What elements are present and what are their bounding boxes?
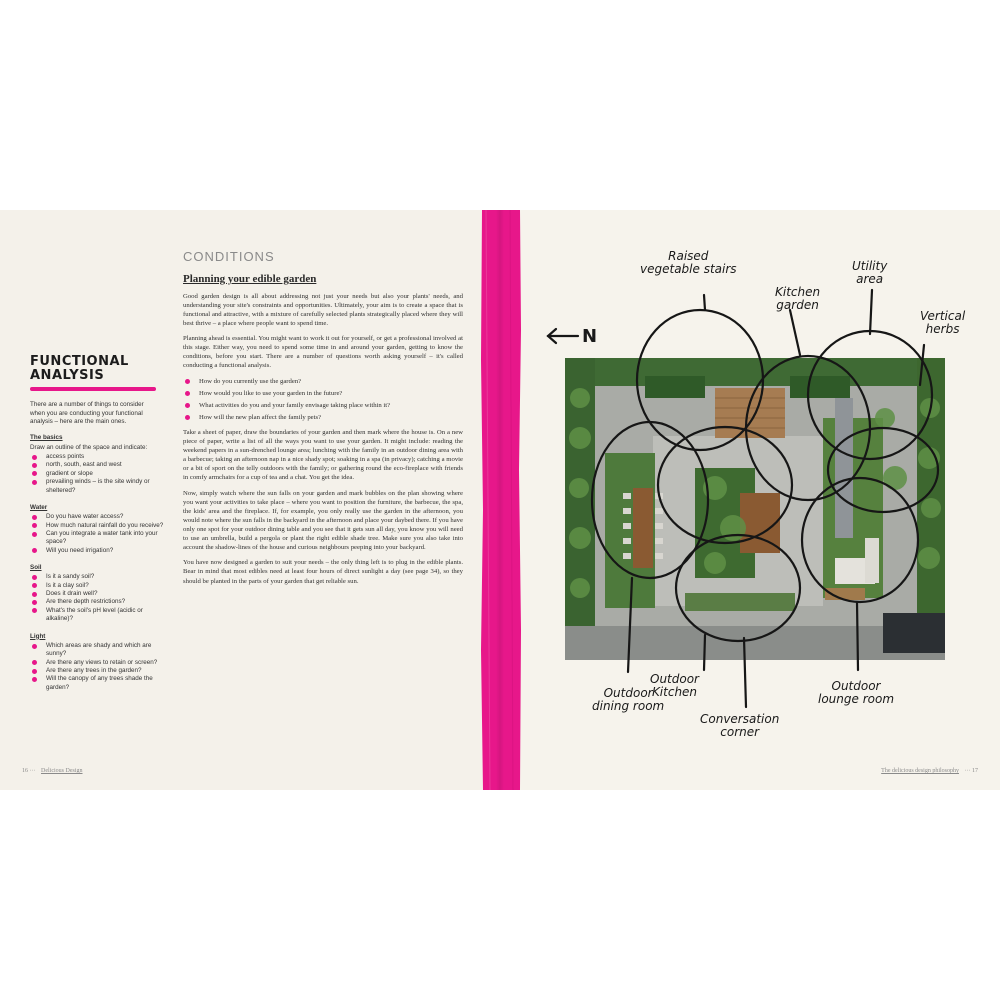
list-item: Will the canopy of any trees shade the g… <box>30 675 168 692</box>
list-item: Are there any views to retain or screen? <box>30 659 168 667</box>
list-item: Do you have water access? <box>30 513 168 521</box>
list-item: Is it a sandy soil? <box>30 573 168 581</box>
sidebar-list: Is it a sandy soil? Is it a clay soil? D… <box>30 573 168 623</box>
list-item: How will the new plan affect the family … <box>183 413 463 422</box>
footer-separator: ··· <box>964 768 971 774</box>
sidebar-list: access points north, south, east and wes… <box>30 453 168 495</box>
label-utility-area: Utility area <box>852 260 887 285</box>
label-line: Utility <box>852 259 888 273</box>
sidebar-section-light: Light Which areas are shady and which ar… <box>30 633 168 693</box>
label-line: Kitchen <box>651 684 698 699</box>
sidebar-heading: Water <box>30 503 48 511</box>
page-title: Planning your edible garden <box>183 272 317 285</box>
list-item: How do you currently use the garden? <box>183 377 463 386</box>
footer-book-title: Delicious Design <box>41 768 83 774</box>
list-item: Are there any trees in the garden? <box>30 667 168 675</box>
functional-analysis-sidebar: FUNCTIONAL ANALYSIS There are a number o… <box>30 355 168 701</box>
label-line: dining room <box>592 698 665 713</box>
list-item: gradient or slope <box>30 470 168 478</box>
pink-underline <box>30 387 156 392</box>
sidebar-section-soil: Soil Is it a sandy soil? Is it a clay so… <box>30 564 168 624</box>
page-number-left: 16 <box>22 768 28 774</box>
gutter-shadow <box>496 210 504 790</box>
label-outdoor-lounge-room: Outdoor lounge room <box>818 680 894 705</box>
body-paragraph: Now, simply watch where the sun falls on… <box>183 489 463 552</box>
label-line: corner <box>720 724 760 739</box>
list-item: Will you need irrigation? <box>30 547 168 555</box>
list-item: How would you like to use your garden in… <box>183 389 463 398</box>
label-line: garden <box>776 297 819 312</box>
label-line: lounge room <box>818 691 895 706</box>
list-item: Can you integrate a water tank into your… <box>30 530 168 547</box>
label-line: herbs <box>925 321 960 336</box>
sidebar-list: Do you have water access? How much natur… <box>30 513 168 555</box>
sidebar-heading: Light <box>30 632 46 640</box>
book-spread: FUNCTIONAL ANALYSIS There are a number o… <box>0 210 1000 790</box>
sidebar-title-line1: FUNCTIONAL <box>30 354 129 369</box>
label-line: Conversation <box>700 712 780 726</box>
label-line: Kitchen <box>775 285 821 299</box>
sidebar-intro: There are a number of things to consider… <box>30 401 144 425</box>
list-item: access points <box>30 453 168 461</box>
list-item: What's the soil's pH level (acidic or al… <box>30 607 168 624</box>
list-item: Does it drain well? <box>30 590 168 598</box>
north-label: N <box>582 326 598 347</box>
label-vertical-herbs: Vertical herbs <box>920 310 965 335</box>
sidebar-title: FUNCTIONAL ANALYSIS <box>30 355 168 382</box>
label-raised-vegetable-stairs: Raised vegetable stairs <box>640 250 737 275</box>
body-paragraph: Take a sheet of paper, draw the boundari… <box>183 428 463 482</box>
label-outdoor-dining-room: Outdoor dining room <box>592 687 664 712</box>
sidebar-section-basics: The basics Draw an outline of the space … <box>30 434 168 495</box>
sidebar-lead: Draw an outline of the space and indicat… <box>30 443 148 451</box>
section-label: CONDITIONS <box>183 249 275 264</box>
main-column: CONDITIONS Planning your edible garden G… <box>183 248 463 592</box>
sidebar-list: Which areas are shady and which are sunn… <box>30 642 168 692</box>
label-line: Vertical <box>920 309 966 323</box>
body-paragraph: You have now designed a garden to suit y… <box>183 559 463 585</box>
sidebar-title-line2: ANALYSIS <box>30 367 105 383</box>
body-paragraph: Planning ahead is essential. You might w… <box>183 335 463 370</box>
questions-list: How do you currently use the garden? How… <box>183 377 463 422</box>
list-item: Which areas are shady and which are sunn… <box>30 642 168 659</box>
label-line: vegetable stairs <box>640 261 737 276</box>
label-line: area <box>856 271 884 286</box>
garden-plan-image <box>565 358 945 660</box>
list-item: What activities do you and your family e… <box>183 401 463 410</box>
list-item: prevailing winds – is the site windy or … <box>30 478 168 495</box>
footer-left: 16 ··· Delicious Design <box>22 768 83 774</box>
list-item: How much natural rainfall do you receive… <box>30 522 168 530</box>
label-line: Outdoor <box>603 686 653 700</box>
sidebar-section-water: Water Do you have water access? How much… <box>30 504 168 555</box>
label-line: Outdoor <box>831 679 881 693</box>
sidebar-heading: The basics <box>30 434 63 442</box>
label-outdoor-kitchen: Outdoor Kitchen <box>650 673 699 698</box>
list-item: Are there depth restrictions? <box>30 598 168 606</box>
label-line: Outdoor <box>650 672 699 686</box>
pink-brush-stripe <box>481 210 521 790</box>
body-paragraph: Good garden design is all about addressi… <box>183 292 463 327</box>
page-number-right: 17 <box>972 768 978 774</box>
footer-right: The delicious design philosophy ··· 17 <box>881 768 978 774</box>
footer-separator: ··· <box>29 768 36 774</box>
list-item: north, south, east and west <box>30 461 168 469</box>
label-conversation-corner: Conversation corner <box>700 713 779 738</box>
footer-chapter-title: The delicious design philosophy <box>881 768 959 774</box>
list-item: Is it a clay soil? <box>30 582 168 590</box>
label-kitchen-garden: Kitchen garden <box>775 286 820 311</box>
label-line: Raised <box>668 249 709 263</box>
sidebar-heading: Soil <box>30 564 42 572</box>
